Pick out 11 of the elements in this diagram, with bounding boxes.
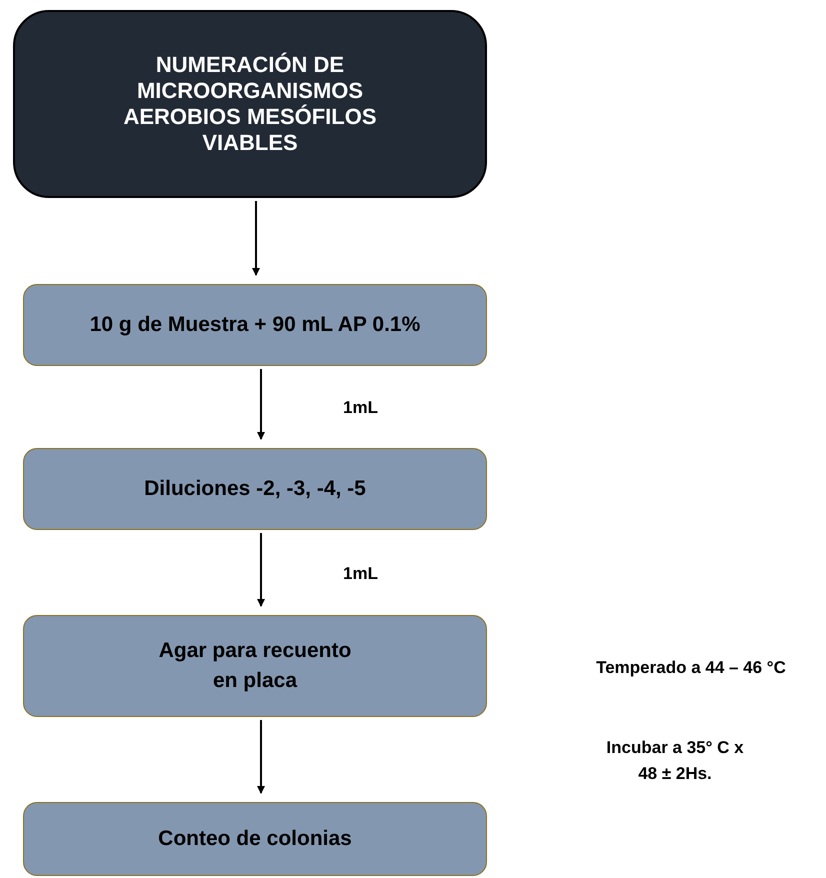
process-box: Conteo de colonias <box>23 802 487 876</box>
title-box: NUMERACIÓN DE MICROORGANISMOS AEROBIOS MESÓFILOS VIABLES <box>13 10 487 198</box>
note-text: Temperado a 44 – 46 °C <box>595 657 787 679</box>
arrow <box>257 533 265 607</box>
arrow <box>257 369 265 440</box>
process-box: Agar para recuento en placa <box>23 615 487 717</box>
arrow <box>257 720 265 794</box>
arrow <box>252 201 260 276</box>
note-text: Incubar a 35° C x 48 ± 2Hs. <box>605 737 745 785</box>
process-box: Diluciones -2, -3, -4, -5 <box>23 448 487 530</box>
process-box: 10 g de Muestra + 90 mL AP 0.1% <box>23 284 487 366</box>
